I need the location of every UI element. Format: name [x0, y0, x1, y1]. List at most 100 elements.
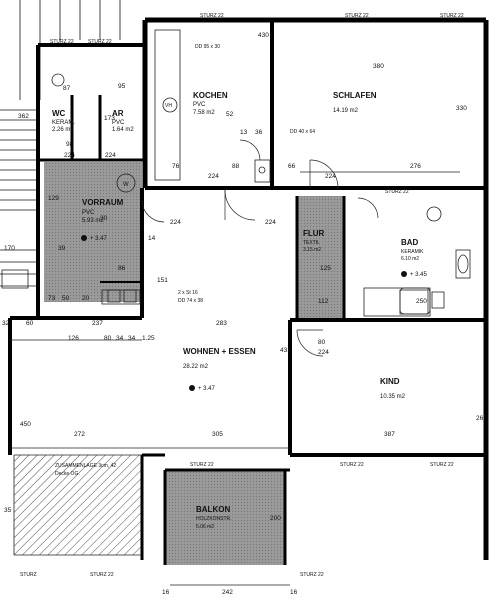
wohnen-name: WOHNEN + ESSEN: [183, 347, 256, 356]
vorraum-name: VORRAUM: [82, 198, 124, 207]
wc-toilet-icon: [426, 206, 442, 222]
dim-label: 112: [318, 298, 329, 305]
fixtures: [1, 73, 471, 315]
dim-label: 30: [100, 215, 108, 222]
kind-area: 10.35 m2: [380, 394, 406, 400]
dd-schlafen-label: DD 40 x 64: [290, 129, 315, 135]
flur-floor: TEXTIL: [303, 240, 320, 246]
level-marker-icon: [81, 235, 87, 241]
kochen-area: 7.58 m2: [193, 110, 215, 116]
flur-floor: [297, 196, 344, 320]
stairs-dim-label: 2 x St 16: [178, 290, 198, 296]
misc-labels: STURZ 22 STURZ 22 STURZ 22 STURZ 22 STUR…: [20, 13, 464, 578]
dim-label: 272: [74, 431, 85, 438]
washing-machine-icon: [116, 173, 136, 193]
dim-label: 224: [265, 219, 276, 226]
dim-label: 76: [172, 163, 180, 170]
kochen-floor: PVC: [193, 102, 206, 108]
dim-label: 95: [118, 83, 126, 90]
dim-label: 34: [128, 335, 136, 342]
dim-label: 125: [320, 265, 331, 272]
dim-label: 80: [104, 335, 112, 342]
wohnen-level: + 3.47: [198, 386, 216, 392]
kind-name: KIND: [380, 377, 400, 386]
dimensions: 380 430 362 95 87 173 98 224 224 52 36 1…: [2, 32, 487, 596]
bad-level: + 3.45: [410, 272, 428, 278]
flur-area: 3.15 m2: [303, 247, 321, 253]
wohnen-area: 28.22 m2: [183, 364, 209, 370]
dim-label: 387: [384, 431, 395, 438]
dim-label: 362: [18, 113, 29, 120]
vorraum-area: 5.93 m2: [82, 218, 104, 224]
dim-label: 86: [118, 265, 126, 272]
level-marker-icon: [189, 385, 195, 391]
wc-area: 2.26 m2: [52, 127, 74, 133]
sink-icon: [107, 289, 121, 303]
vorraum-floor: [44, 162, 142, 302]
dim-label: 380: [373, 63, 384, 70]
sturz-label: STURZ 22: [430, 462, 454, 468]
dim-label: 129: [48, 195, 59, 202]
dd-kochen-label: DD 95 x 30: [195, 44, 220, 50]
stairwell: [0, 0, 121, 287]
dim-label: 224: [170, 219, 181, 226]
dim-label: 330: [456, 105, 467, 112]
dim-label: 224: [208, 173, 219, 180]
dim-label: 73: [48, 295, 56, 302]
sturz-label: STURZ 22: [385, 189, 409, 195]
dim-label: 20: [82, 295, 90, 302]
dim-label: 237: [92, 320, 103, 327]
toilet-icon: [51, 73, 65, 87]
terrace-hatch: [14, 455, 142, 555]
ar-floor: PVC: [112, 120, 125, 126]
dim-label: 16: [290, 589, 298, 596]
dim-label: 242: [222, 589, 233, 596]
dd-stairs-label: DD 74 x 38: [178, 298, 203, 304]
sturz-label: STURZ 22: [440, 13, 464, 19]
dim-label: 224: [318, 349, 329, 356]
dim-label: 32: [2, 320, 10, 327]
vh-icon: [162, 97, 178, 113]
vh-label: VH: [165, 103, 172, 109]
vorraum-level: + 3.47: [90, 236, 108, 242]
balkon-floor: [165, 470, 285, 565]
dim-label: 276: [410, 163, 421, 170]
dim-label: 13: [240, 129, 248, 136]
washbasin-icon: [455, 249, 471, 279]
w-label: W: [123, 182, 129, 188]
sturz-label: STURZ 22: [300, 572, 324, 578]
dim-label: 126: [68, 335, 79, 342]
dim-label: 36: [255, 129, 263, 136]
dim-label: 267: [476, 415, 487, 422]
dim-label: 88: [232, 163, 240, 170]
dim-label: 50: [62, 295, 70, 302]
dim-label: 1.25: [142, 335, 155, 342]
vorraum-floor: PVC: [82, 210, 95, 216]
schlafen-area: 14.19 m2: [333, 108, 359, 114]
ar-area: 1.64 m2: [112, 127, 134, 133]
door-swings: [141, 139, 379, 357]
dim-label: 39: [58, 245, 66, 252]
level-marker-icon: [401, 271, 407, 277]
dim-label: 16: [162, 589, 170, 596]
dim-label: 98: [66, 141, 74, 148]
bad-floor: KERAMIK: [401, 249, 424, 255]
sturz-label: STURZ 22: [90, 572, 114, 578]
zus-label-2: Decke OG.: [55, 471, 80, 477]
level-markers: [81, 235, 407, 391]
dim-label: 34: [116, 335, 124, 342]
dim-label: 224: [105, 152, 116, 159]
ar-name: AR: [112, 109, 124, 118]
stove-icon: [254, 159, 271, 183]
dim-label: 66: [288, 163, 296, 170]
sturz-label: STURZ 22: [190, 462, 214, 468]
dim-label: 224: [325, 173, 336, 180]
flur-name: FLUR: [303, 229, 325, 238]
walls: [8, 17, 489, 565]
dim-label: 173: [104, 115, 115, 122]
dim-label: 450: [20, 421, 31, 428]
dim-label: 200: [270, 515, 281, 522]
sturz-label: STURZ 22: [200, 13, 224, 19]
dim-label: 431: [280, 347, 291, 354]
